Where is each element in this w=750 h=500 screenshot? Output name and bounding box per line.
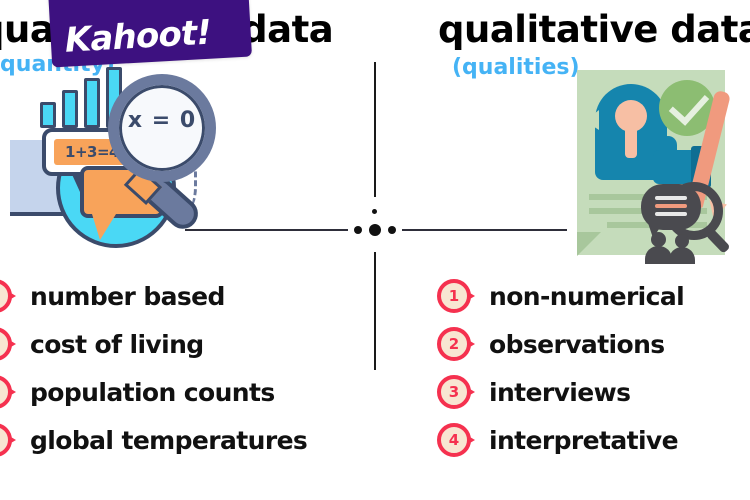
person-silhouette-head [675,234,689,248]
list-item-label: interpretative [489,425,679,455]
bar-chart-bar-2 [62,90,78,128]
divider-left-dot [354,226,362,234]
number-pin-icon: 3 [437,375,477,409]
pin-number: 2 [437,327,471,361]
speech-bubble-line [655,204,687,208]
dashed-curve-decoration [168,148,197,212]
thumbs-up-icon [653,150,697,184]
number-pin-icon: 1 [437,279,477,313]
qualitative-list: 1 non-numerical 2 observations 3 intervi… [437,272,747,464]
right-column-title: qualitative data [438,8,750,51]
quantitative-illustration: 1+3=4 x = 0 [0,62,230,262]
bar-chart-bar-1 [40,102,56,128]
number-pin-icon: 3 [0,375,18,409]
divider-top-dot [372,209,377,214]
kahoot-logo-banner: Kahoot! [47,0,253,68]
divider-vertical-top [374,62,376,197]
bar-chart-bar-3 [84,78,100,128]
divider-center-dot [369,224,381,236]
list-item-label: non-numerical [489,281,685,311]
list-item-label: number based [30,281,225,311]
speech-bubble-line [655,212,687,216]
list-item-label: interviews [489,377,631,407]
list-item: 4 interpretative [437,416,747,464]
number-pin-icon: 1 [0,279,18,313]
list-item: 3 population counts [0,368,358,416]
divider-right-dot [388,226,396,234]
pin-number: 1 [437,279,471,313]
divider-vertical-bottom [374,252,376,370]
number-pin-icon: 2 [437,327,477,361]
list-item: 1 number based [0,272,358,320]
magnifier-lens [108,74,216,182]
lightbulb-stem [625,124,637,158]
qualitative-illustration [555,62,750,267]
pin-number: 4 [437,423,471,457]
speech-bubble-line [655,196,687,200]
number-pin-icon: 4 [0,423,18,457]
kahoot-logo-text: Kahoot! [63,12,213,61]
orange-speech-bubble-tail [92,214,116,240]
number-pin-icon: 4 [437,423,477,457]
right-column-subtitle: (qualities) [452,55,580,80]
list-item-label: observations [489,329,665,359]
list-item: 3 interviews [437,368,747,416]
list-item: 2 cost of living [0,320,358,368]
quantitative-list: 1 number based 2 cost of living 3 popula… [0,272,358,464]
list-item-label: cost of living [30,329,204,359]
list-item-label: global temperatures [30,425,308,455]
divider-horizontal-right [402,229,567,231]
person-silhouette-body [645,246,672,264]
magnifier-equation-text: x = 0 [127,108,197,133]
pin-number: 3 [437,375,471,409]
person-silhouette-body [669,247,695,264]
list-item-label: population counts [30,377,275,407]
list-item: 2 observations [437,320,747,368]
list-item: 4 global temperatures [0,416,358,464]
divider-horizontal-left [185,229,348,231]
list-item: 1 non-numerical [437,272,747,320]
number-pin-icon: 2 [0,327,18,361]
